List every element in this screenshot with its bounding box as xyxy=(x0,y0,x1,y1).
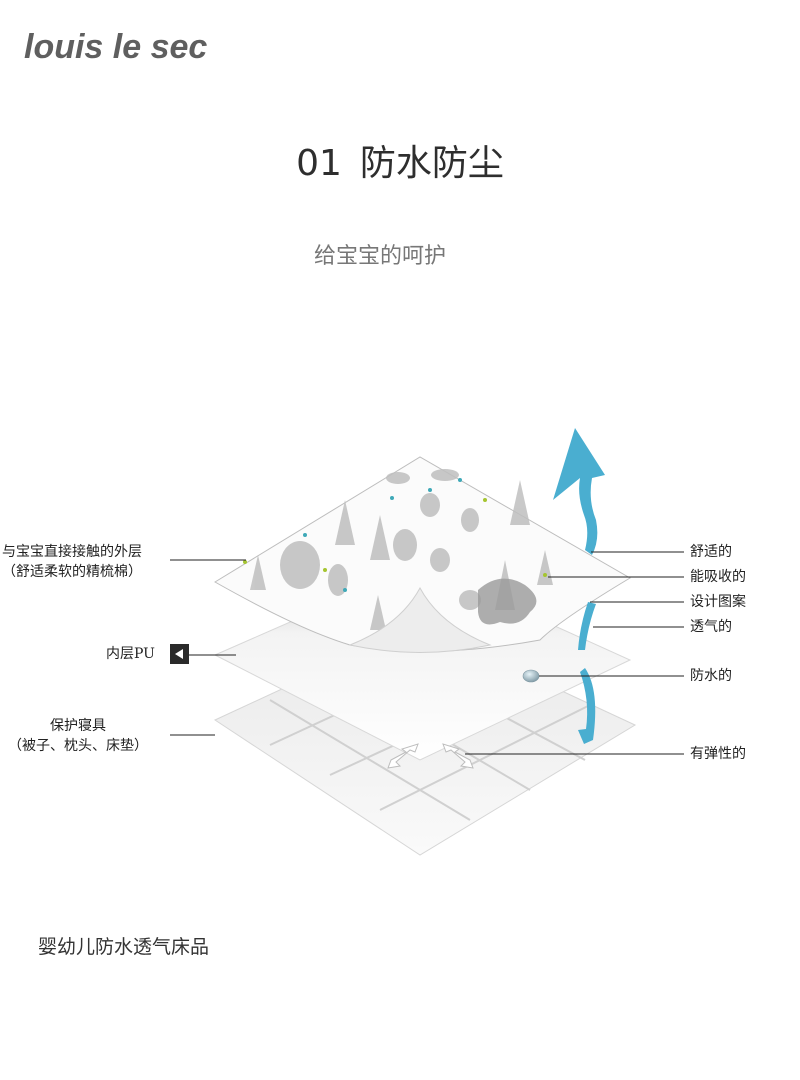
brand-logo: louis le sec xyxy=(24,28,208,66)
label-outer-layer: 与宝宝直接接触的外层 （舒适柔软的精梳棉） xyxy=(2,542,142,582)
footer-caption: 婴幼儿防水透气床品 xyxy=(38,936,210,958)
label-elastic: 有弹性的 xyxy=(690,746,746,762)
label-absorbent: 能吸收的 xyxy=(690,569,746,585)
outer-cotton-layer xyxy=(214,456,631,653)
label-comfortable: 舒适的 xyxy=(690,544,732,560)
triangle-left-icon xyxy=(170,644,189,664)
label-bedding: 保护寝具 （被子、枕头、床垫） xyxy=(8,716,148,756)
section-subtitle: 给宝宝的呵护 xyxy=(313,244,446,269)
label-outer-layer-line2: （舒适柔软的精梳棉） xyxy=(2,564,142,580)
label-inner-pu: 内层PU xyxy=(106,646,155,662)
stretch-arrows-icon xyxy=(387,743,474,769)
water-droplet-icon xyxy=(522,669,540,683)
label-bedding-line2: （被子、枕头、床垫） xyxy=(8,738,148,754)
airflow-arrow-icon xyxy=(553,428,605,744)
layer-diagram xyxy=(170,428,684,856)
section-heading: 防水防尘 xyxy=(359,143,504,184)
left-leader-lines xyxy=(170,559,246,736)
label-outer-layer-line1: 与宝宝直接接触的外层 xyxy=(2,544,142,560)
section-number: 01 xyxy=(296,143,342,184)
section-title: 01 防水防尘 xyxy=(0,134,800,186)
label-bedding-line1: 保护寝具 xyxy=(50,718,106,734)
label-design-pattern: 设计图案 xyxy=(690,594,746,610)
label-waterproof: 防水的 xyxy=(690,668,732,684)
right-leader-lines xyxy=(465,551,684,755)
label-breathable: 透气的 xyxy=(690,619,732,635)
